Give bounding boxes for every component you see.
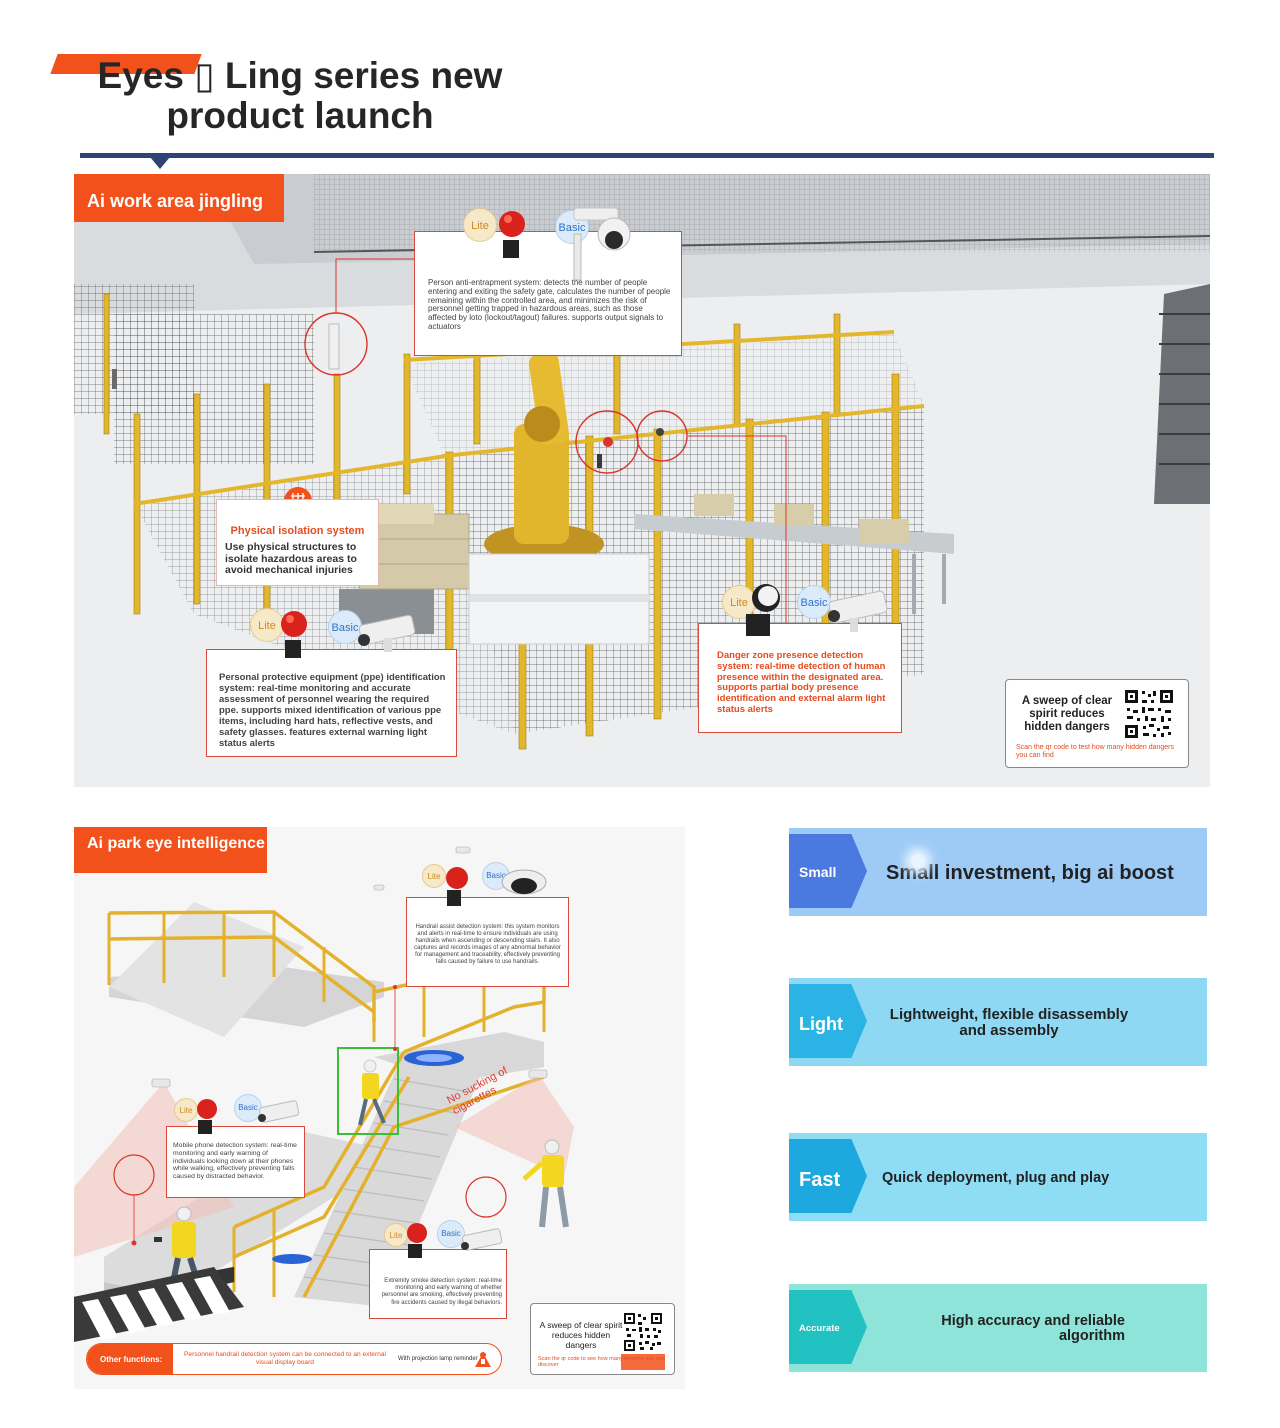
lite-badge: Lite: [422, 864, 446, 888]
phone-detection-callout: Mobile phone detection system: real-time…: [166, 1126, 305, 1198]
physical-isolation-title: Physical isolation system: [230, 525, 365, 537]
dome-camera-icon: [501, 869, 547, 895]
qr-orange-strip: [621, 1354, 665, 1370]
handrail-text: Handrail assist detection system: this s…: [414, 924, 561, 965]
other-functions-label: Other functions:: [87, 1344, 173, 1374]
feature-chevron: [789, 1139, 867, 1213]
warning-lamp-icon: [197, 1099, 217, 1134]
qr-card-title: A sweep of clear spirit reduces hidden d…: [539, 1320, 623, 1350]
feature-desc-text: High accuracy and reliable algorithm: [941, 1313, 1125, 1344]
feature-desc: Small investment, big ai boost: [886, 862, 1174, 884]
physical-isolation-callout: Physical isolation system Use physical s…: [216, 499, 379, 586]
dome-camera-icon: [573, 207, 631, 281]
danger-zone-callout: Danger zone presence detection system: r…: [698, 623, 902, 733]
ppe-callout: Personal protective equipment (ppe) iden…: [206, 649, 457, 757]
feature-key: Light: [799, 1014, 843, 1034]
warning-lamp-icon: [746, 584, 780, 636]
feature-key: Small: [799, 864, 837, 880]
warning-lamp-icon: [281, 611, 307, 658]
feature-desc: Quick deployment, plug and play: [882, 1170, 1110, 1186]
physical-isolation-text: Use physical structures to isolate hazar…: [225, 541, 357, 576]
qr-card-subtitle: Scan the qr code to see how many firearm…: [538, 1356, 665, 1368]
other-functions-item-handrail: Personnel handrail detection system can …: [184, 1351, 386, 1366]
section-tag-work-area: Ai work area jingling: [74, 174, 284, 222]
qr-code-icon[interactable]: [623, 1312, 663, 1352]
other-functions-bar: Other functions: Personnel handrail dete…: [86, 1343, 502, 1375]
lite-badge: Lite: [174, 1098, 198, 1122]
other-functions-item-projection: With projection lamp reminder: [398, 1356, 478, 1362]
anti-entrapment-text: Person anti-entrapment system: detects t…: [428, 278, 671, 331]
feature-key: Fast: [799, 1169, 841, 1191]
feature-desc: High accuracy and reliable algorithm: [915, 1314, 1125, 1344]
page-title-line1: Eyes ▯ Ling series new: [97, 55, 503, 96]
basic-badge: Basic: [797, 585, 831, 619]
smoke-detection-callout: Extremity smoke detection system: real-t…: [369, 1249, 507, 1319]
smoke-detection-text: Extremity smoke detection system: real-t…: [381, 1278, 502, 1306]
feature-card-fast: Fast Quick deployment, plug and play: [789, 1133, 1207, 1221]
projection-lamp-icon: [475, 1352, 491, 1367]
section-tag-park: Ai park eye intelligence: [74, 827, 267, 873]
warning-lamp-icon: [407, 1223, 427, 1258]
header-divider-notch: [150, 157, 170, 169]
ppe-text: Personal protective equipment (ppe) iden…: [219, 672, 446, 749]
feature-key: Accurate: [799, 1323, 840, 1334]
qr-card-park[interactable]: A sweep of clear spirit reduces hidden d…: [530, 1303, 675, 1375]
qr-card-title: A sweep of clear spirit reduces hidden d…: [1021, 695, 1113, 733]
phone-detection-text: Mobile phone detection system: real-time…: [173, 1142, 297, 1181]
handrail-callout: Handrail assist detection system: this s…: [406, 897, 569, 987]
feature-chevron: [789, 834, 867, 908]
anti-entrapment-callout: Person anti-entrapment system: detects t…: [414, 231, 682, 356]
warning-lamp-icon: [499, 211, 525, 258]
qr-card-work-area[interactable]: A sweep of clear spirit reduces hidden d…: [1005, 679, 1189, 768]
warning-lamp-icon: [446, 867, 468, 906]
bullet-camera-icon: [461, 1228, 503, 1251]
basic-badge: Basic: [234, 1094, 262, 1122]
feature-card-accurate: Accurate High accuracy and reliable algo…: [789, 1284, 1207, 1372]
qr-code-icon[interactable]: [1123, 688, 1175, 740]
feature-chevron: [789, 1290, 867, 1364]
feature-desc: Lightweight, flexible disassembly and as…: [889, 1007, 1129, 1039]
feature-chevron: [789, 984, 867, 1058]
feature-desc-text: Lightweight, flexible disassembly and as…: [889, 1006, 1129, 1039]
page-title-line2: product launch: [166, 95, 434, 136]
qr-card-subtitle: Scan the qr code to test how many hidden…: [1016, 744, 1174, 759]
sparkle-icon: [911, 854, 925, 868]
danger-zone-text: Danger zone presence detection system: r…: [717, 650, 886, 715]
lite-badge: Lite: [463, 208, 497, 242]
header-divider: [80, 153, 1214, 158]
feature-card-light: Light Lightweight, flexible disassembly …: [789, 978, 1207, 1066]
basic-badge: Basic: [437, 1220, 465, 1248]
bullet-camera-icon: [828, 590, 888, 632]
bullet-camera-icon: [258, 1100, 300, 1123]
bullet-camera-icon: [358, 614, 416, 652]
page-title: Eyes ▯ Ling series new product launch: [90, 56, 510, 136]
feature-card-small: Small Small investment, big ai boost: [789, 828, 1207, 916]
lite-badge: Lite: [250, 608, 284, 642]
